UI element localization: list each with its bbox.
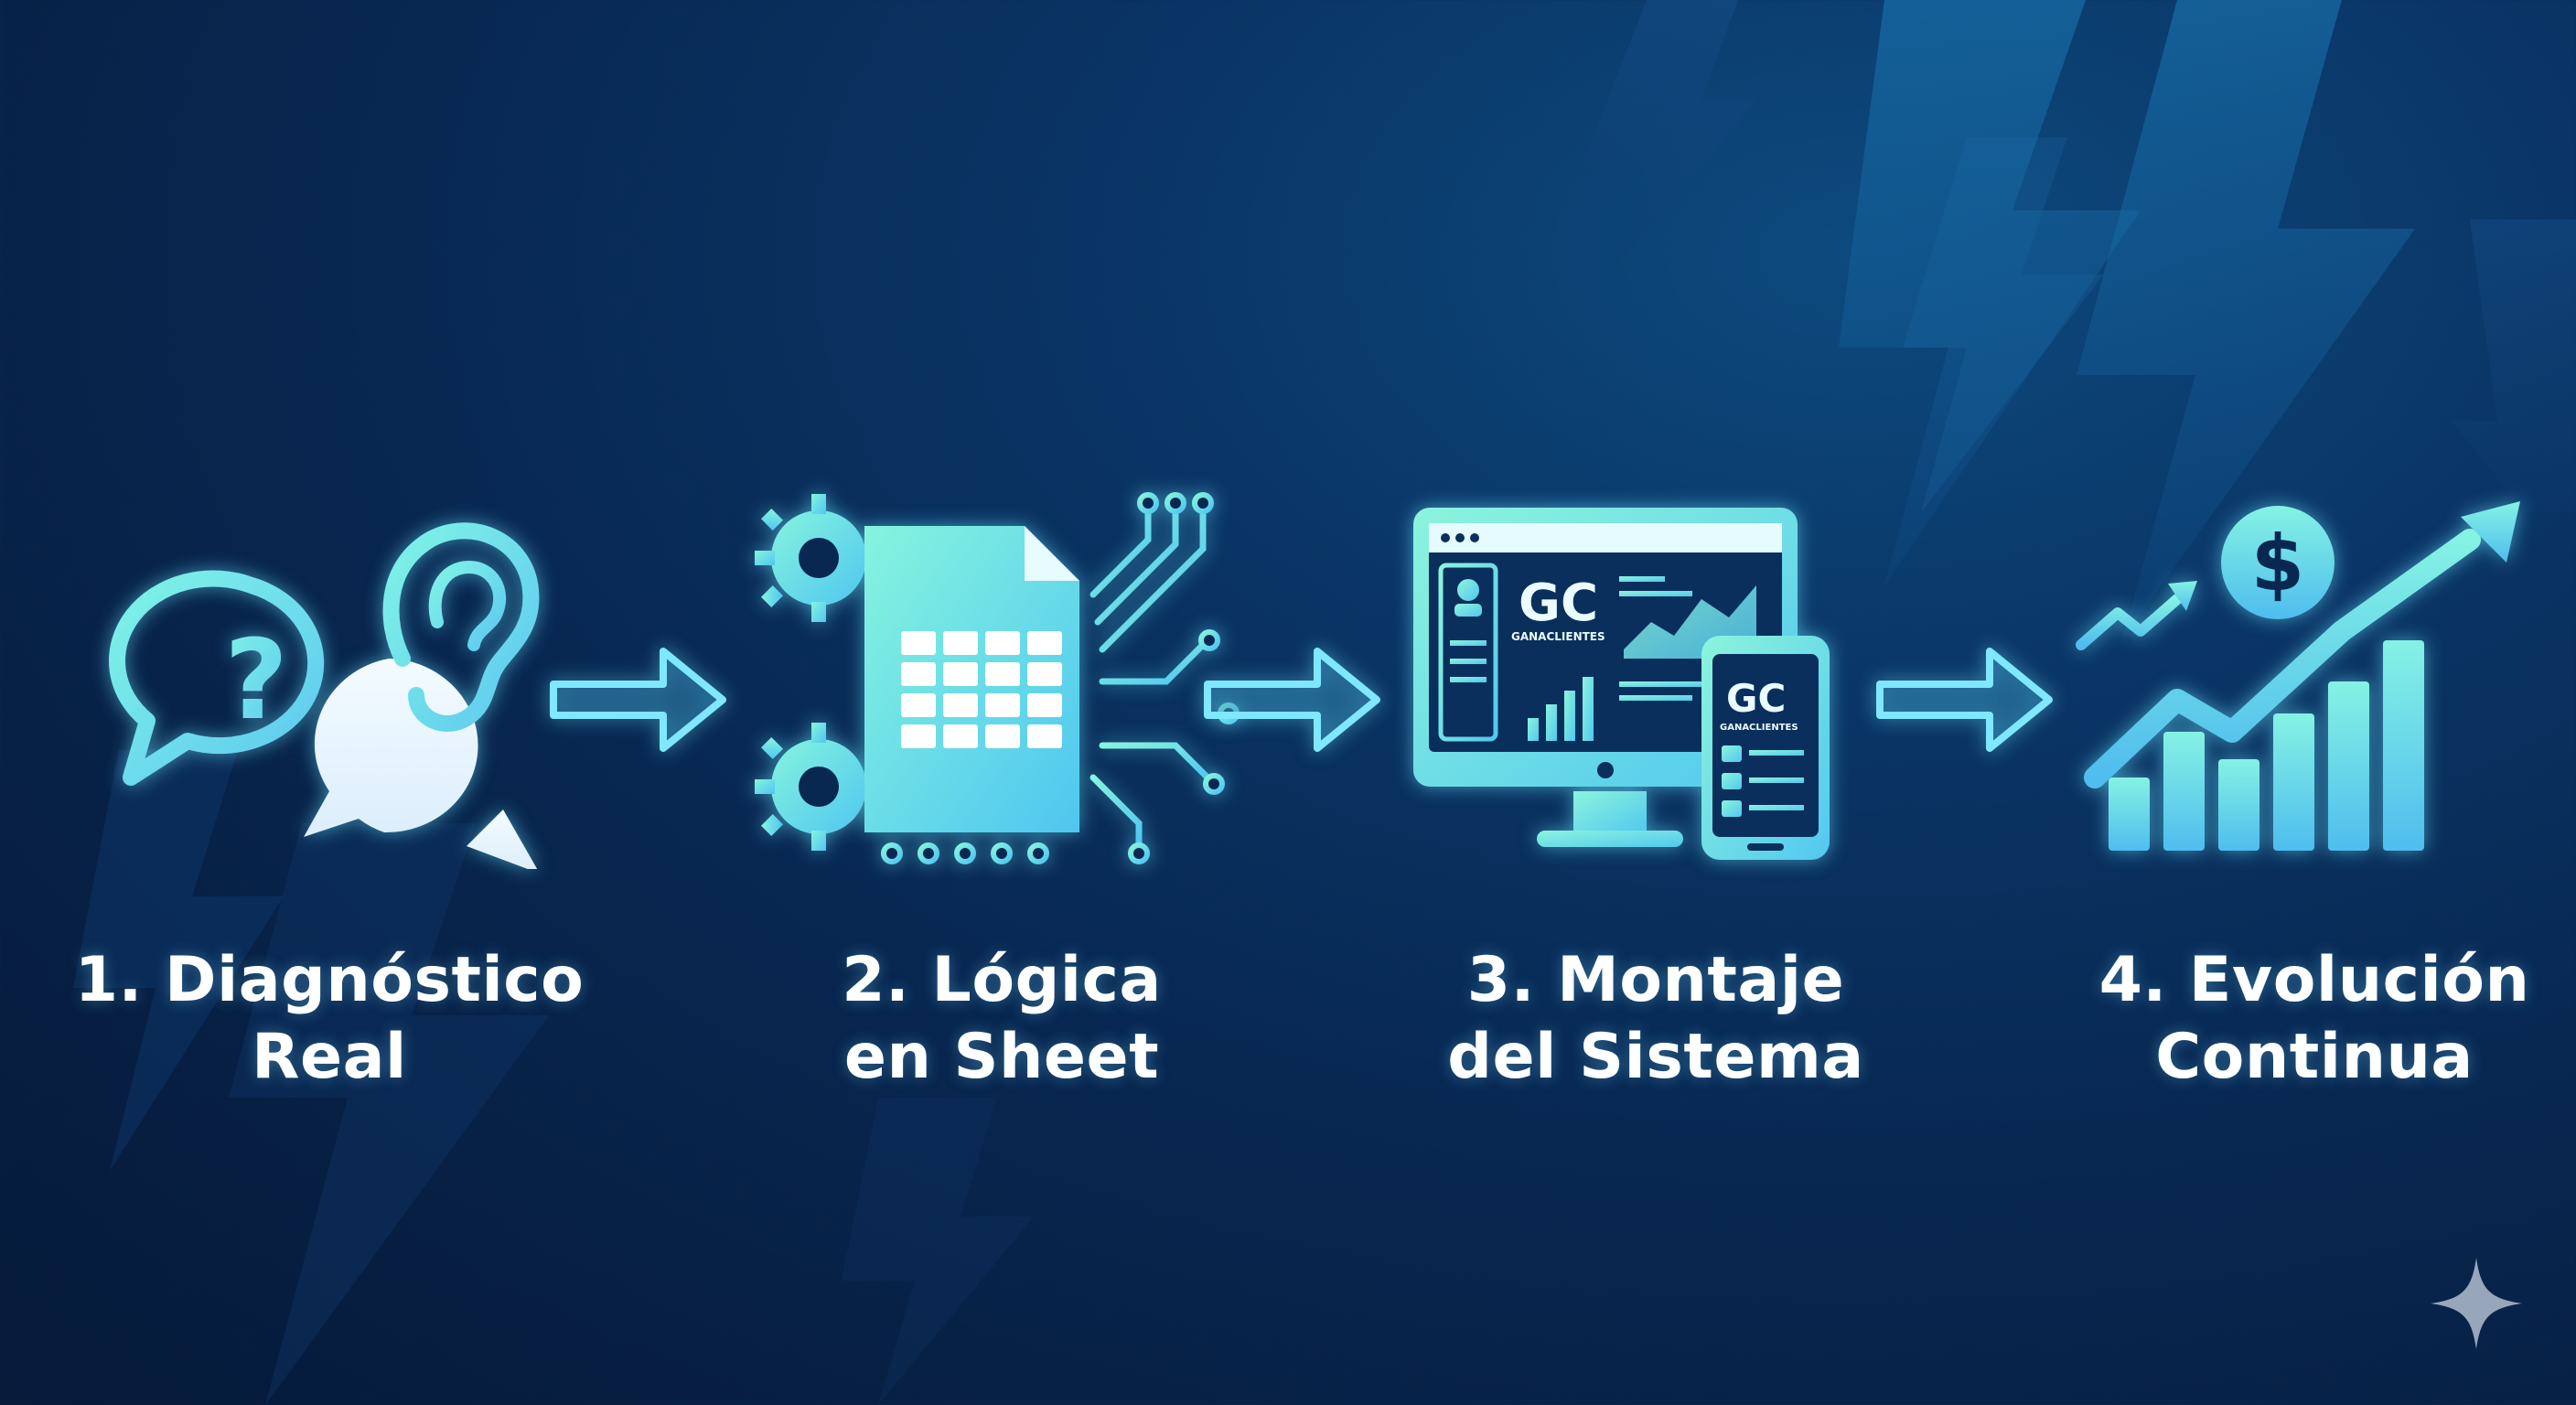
arrow-right-icon <box>1204 648 1380 752</box>
step-2-subtitle: en Sheet <box>843 1021 1160 1093</box>
step-4-subtitle: Continua <box>2155 1021 2474 1093</box>
phone-icon <box>1701 636 1830 860</box>
arrow-right-icon <box>550 648 726 752</box>
step-3: GC GANACLIENTES GC GANACLIENTES 3. Monta… <box>1400 485 1912 1093</box>
speech-bubble-icon <box>304 659 538 869</box>
ear-icon <box>382 522 540 732</box>
step-1-label: 1. Diagnóstico Real <box>18 942 640 1096</box>
circuit-node-icon <box>881 492 1240 864</box>
step-3-label: 3. Montaje del Sistema <box>1345 942 1967 1096</box>
lightning-bolt-icon <box>73 750 1034 1405</box>
chat-question-ear-icon: ? <box>109 522 540 869</box>
step-4-label: 4. Evolución Continua <box>2003 942 2576 1096</box>
lightning-bolt-icon <box>1583 0 2576 640</box>
step-1-subtitle: Real <box>252 1021 407 1093</box>
svg-text:?: ? <box>224 617 288 745</box>
circuit-icon <box>888 507 1225 850</box>
trend-arrow-icon <box>2084 529 2481 788</box>
table-grid-icon <box>901 631 1062 748</box>
growth-chart-dollar-icon: $ <box>2076 501 2520 851</box>
step-1: ? 1. Diagnóstico Real <box>73 485 585 1093</box>
svg-text:$: $ <box>2251 519 2304 608</box>
small-trend-arrow-icon <box>2076 594 2183 650</box>
spreadsheet-circuit-icon <box>755 492 1240 864</box>
gear-icon <box>755 494 866 622</box>
step-4-title: 4. Evolución <box>2098 944 2530 1016</box>
gc-logo-icon: GC <box>1726 676 1786 721</box>
step-4: $ 4. Evolución Continua <box>2058 485 2571 1093</box>
arrow-right-icon <box>1876 648 2053 752</box>
step-2-label: 2. Lógica en Sheet <box>691 942 1313 1096</box>
step-2: 2. Lógica en Sheet <box>746 485 1258 1093</box>
step-3-subtitle: del Sistema <box>1447 1021 1864 1093</box>
bar-chart-icon <box>2109 640 2424 851</box>
monitor-phone-dashboard-icon: GC GANACLIENTES GC GANACLIENTES <box>1413 508 1830 860</box>
step-2-title: 2. Lógica <box>842 944 1162 1016</box>
dollar-coin-icon: $ <box>2221 506 2334 619</box>
sparkle-icon <box>2431 1258 2522 1349</box>
step-3-title: 3. Montaje <box>1466 944 1845 1016</box>
step-1-title: 1. Diagnóstico <box>74 944 585 1016</box>
arrow-head-icon <box>2461 501 2520 563</box>
gc-logo-icon: GC <box>1519 574 1598 633</box>
question-bubble-icon: ? <box>109 570 325 786</box>
ganaclientes-wordmark-icon: GANACLIENTES <box>1511 630 1605 643</box>
gear-icon <box>755 723 866 851</box>
ganaclientes-wordmark-icon: GANACLIENTES <box>1720 723 1798 733</box>
